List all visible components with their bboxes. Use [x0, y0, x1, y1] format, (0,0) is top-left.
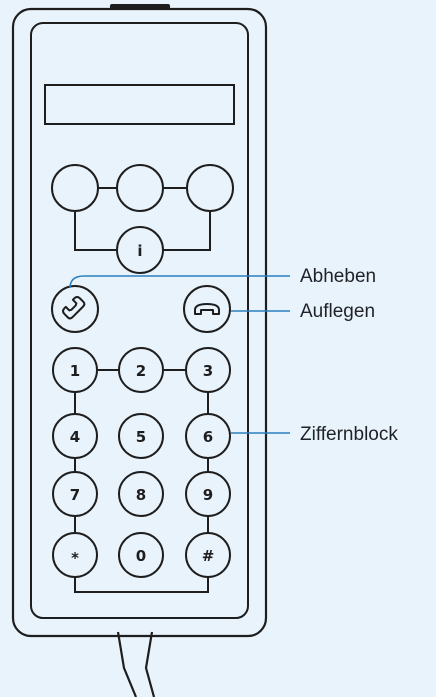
key-3[interactable] — [185, 347, 231, 393]
key-4-label: 4 — [70, 428, 80, 446]
key-connector-lines — [74, 187, 211, 593]
key-0[interactable] — [118, 532, 164, 578]
key-9[interactable] — [185, 471, 231, 517]
onhook-button[interactable] — [183, 285, 231, 333]
callout-ziffernblock: Ziffernblock — [300, 424, 398, 445]
key-5[interactable] — [118, 413, 164, 459]
soft-key-right[interactable] — [186, 164, 234, 212]
keypad: 1 2 3 4 5 6 7 8 9 * 0 # — [52, 347, 231, 578]
key-8[interactable] — [118, 471, 164, 517]
callout-abheben: Abheben — [300, 266, 376, 287]
callout-lines — [69, 275, 290, 434]
info-key-label: i — [137, 242, 142, 260]
key-hash-label: # — [202, 547, 215, 565]
key-3-label: 3 — [203, 362, 213, 380]
key-1[interactable] — [52, 347, 98, 393]
key-star[interactable] — [52, 532, 98, 578]
callout-auflegen: Auflegen — [300, 301, 375, 322]
device-outer-body — [11, 7, 268, 638]
key-7[interactable] — [52, 471, 98, 517]
soft-key-left[interactable] — [51, 164, 99, 212]
phone-handset-icon — [61, 295, 86, 320]
offhook-button[interactable] — [51, 285, 99, 333]
cable — [116, 631, 156, 697]
key-2[interactable] — [118, 347, 164, 393]
key-6[interactable] — [185, 413, 231, 459]
soft-key-middle[interactable] — [116, 164, 164, 212]
key-0-label: 0 — [136, 547, 146, 565]
key-5-label: 5 — [136, 428, 146, 446]
key-6-label: 6 — [203, 428, 213, 446]
device-inner-panel — [30, 22, 249, 619]
key-7-label: 7 — [70, 486, 80, 504]
display-screen — [44, 84, 235, 125]
key-1-label: 1 — [70, 362, 80, 380]
key-star-label: * — [71, 549, 79, 567]
info-button[interactable]: i — [116, 226, 164, 274]
key-8-label: 8 — [136, 486, 146, 504]
key-hash[interactable] — [185, 532, 231, 578]
key-2-label: 2 — [136, 362, 146, 380]
key-4[interactable] — [52, 413, 98, 459]
key-9-label: 9 — [203, 486, 213, 504]
hang-up-icon — [194, 303, 220, 315]
